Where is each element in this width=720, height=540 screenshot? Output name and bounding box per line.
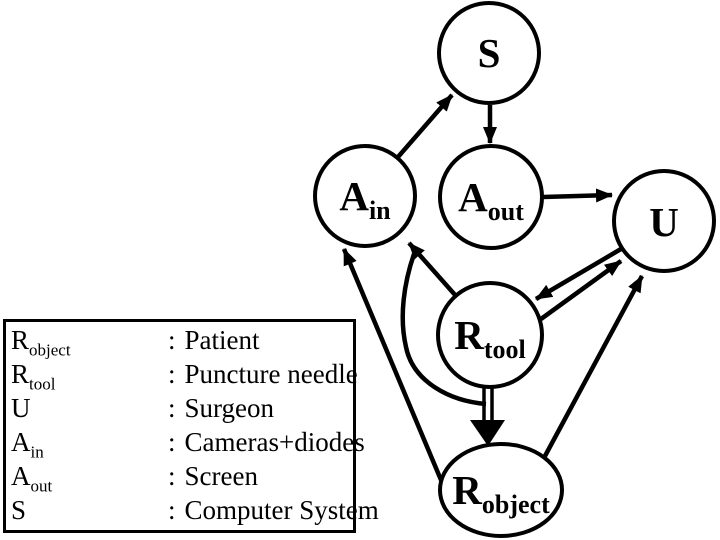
node-s-circle [437, 1, 541, 105]
edge-u-to-rtool [534, 247, 623, 301]
legend-row-s: S : Computer System [11, 495, 379, 529]
node-u-label: U [649, 199, 679, 245]
legend-row-rtool: Rtool : Puncture needle [11, 359, 358, 394]
double-arrowhead-icon [470, 420, 505, 446]
legend-desc: Computer System [184, 495, 379, 525]
node-u-circle [612, 169, 716, 273]
legend-desc: Puncture needle [184, 359, 358, 389]
node-s-label: S [478, 30, 501, 76]
legend-colon: : [168, 393, 176, 423]
legend-colon: : [168, 461, 176, 491]
legend-colon: : [168, 359, 176, 389]
edge-rtool-to-u [539, 259, 623, 321]
legend-box: Robject : Patient Rtool : Puncture needl… [3, 319, 379, 533]
legend-symbol: Ain [11, 427, 44, 462]
legend-desc: Surgeon [184, 393, 275, 423]
node-robject-ellipse [438, 442, 564, 538]
legend-desc: Screen [184, 461, 258, 491]
legend-row-aout: Aout : Screen [11, 461, 353, 495]
legend-row-robject: Robject : Patient [11, 325, 353, 359]
node-rtool-label: Rtool [454, 312, 526, 364]
node-aout-circle [438, 144, 544, 250]
node-ain-label: Ain [339, 173, 391, 225]
legend-symbol: S [11, 495, 27, 525]
legend-symbol: Rtool [11, 359, 56, 394]
legend-symbol: Aout [11, 461, 53, 496]
legend-row-ain: Ain : Cameras+diodes [11, 427, 365, 462]
node-ain-circle [313, 144, 417, 248]
legend-colon: : [168, 427, 176, 457]
legend-row-u: U : Surgeon [11, 393, 353, 427]
edge-aout-to-u [542, 188, 613, 203]
edge-ain-to-s [396, 93, 454, 159]
edge-robject-to-u [543, 274, 644, 458]
legend-desc: Cameras+diodes [184, 427, 365, 457]
edge-rtool-to-robject-double-arrow [470, 384, 505, 446]
node-aout-label: Aout [458, 174, 524, 226]
edge-robject-to-ain [341, 248, 444, 481]
edge-rtool-to-ain [407, 241, 458, 298]
legend-symbol: Robject [11, 325, 71, 360]
legend-desc: Patient [184, 325, 260, 355]
legend-colon: : [168, 325, 176, 355]
edge-rtool-to-ain-curve [400, 253, 487, 407]
node-robject-label: Robject [452, 467, 550, 519]
legend-symbol: U [11, 393, 31, 423]
legend-colon: : [168, 495, 176, 525]
node-rtool-circle [436, 281, 544, 389]
